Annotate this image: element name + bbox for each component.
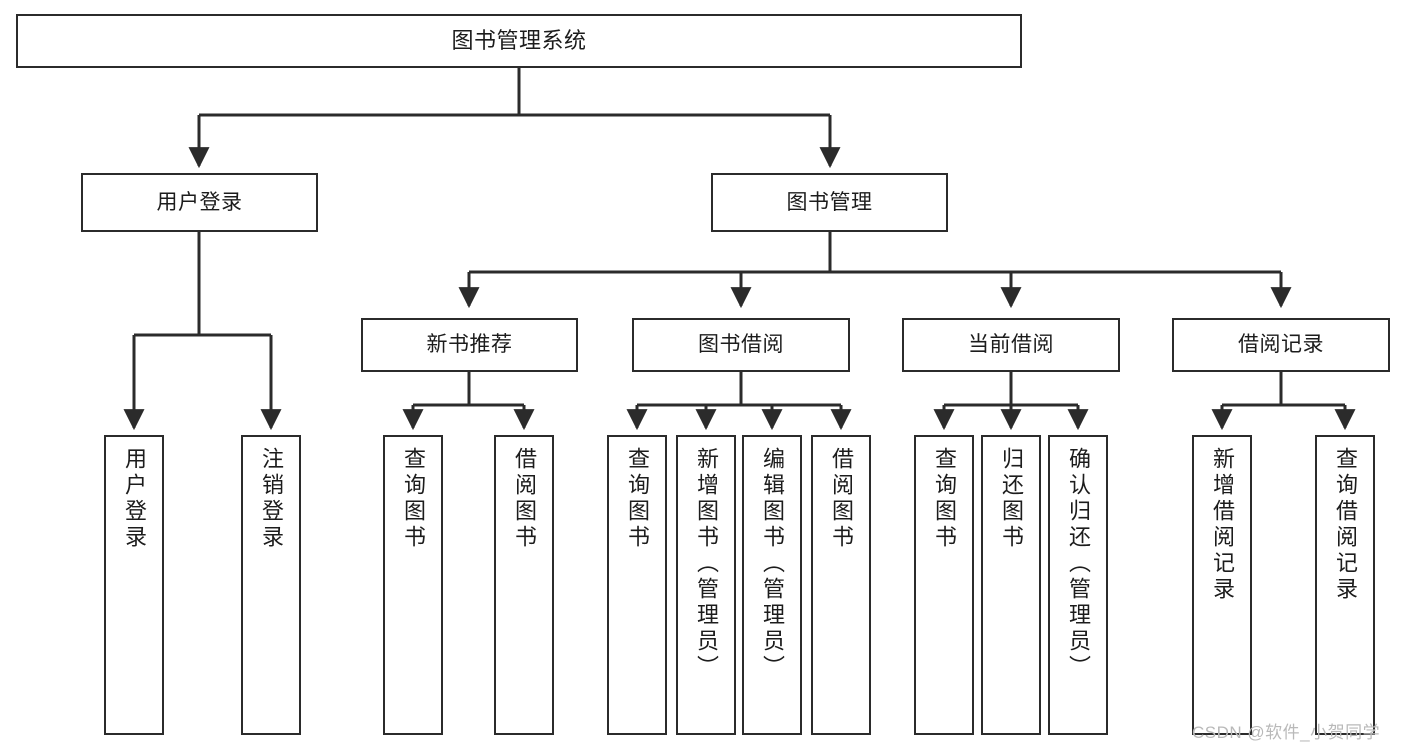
- node-label: 确认归还（管理员）: [1066, 447, 1091, 681]
- node-label: 注销登录: [259, 447, 284, 551]
- node-label: 查询图书: [625, 447, 650, 551]
- node-book-management[interactable]: 图书管理: [711, 173, 948, 232]
- node-label: 用户登录: [156, 190, 243, 214]
- node-label: 查询借阅记录: [1333, 447, 1358, 603]
- leaf-borrow-book-recommend[interactable]: 借阅图书: [494, 435, 554, 735]
- node-current-borrow[interactable]: 当前借阅: [902, 318, 1120, 372]
- node-label: 用户登录: [122, 447, 147, 551]
- csdn-watermark: CSDN @软件_小贺同学: [1192, 723, 1381, 742]
- node-label: 新增图书（管理员）: [694, 447, 719, 681]
- node-label: 借阅记录: [1238, 333, 1324, 357]
- leaf-query-book-borrow[interactable]: 查询图书: [607, 435, 667, 735]
- leaf-add-book-admin[interactable]: 新增图书（管理员）: [676, 435, 736, 735]
- leaf-logout[interactable]: 注销登录: [241, 435, 301, 735]
- node-label: 新增借阅记录: [1210, 447, 1235, 603]
- leaf-borrow-book[interactable]: 借阅图书: [811, 435, 871, 735]
- node-label: 编辑图书（管理员）: [760, 447, 785, 681]
- node-label: 查询图书: [401, 447, 426, 551]
- node-new-book-recommend[interactable]: 新书推荐: [361, 318, 578, 372]
- node-label: 图书管理: [786, 190, 873, 214]
- leaf-return-book[interactable]: 归还图书: [981, 435, 1041, 735]
- node-label: 归还图书: [999, 447, 1024, 551]
- leaf-edit-book-admin[interactable]: 编辑图书（管理员）: [742, 435, 802, 735]
- leaf-add-borrow-record[interactable]: 新增借阅记录: [1192, 435, 1252, 735]
- node-label: 当前借阅: [968, 333, 1054, 357]
- leaf-query-book-current[interactable]: 查询图书: [914, 435, 974, 735]
- node-root-system[interactable]: 图书管理系统: [16, 14, 1022, 68]
- leaf-query-book-recommend[interactable]: 查询图书: [383, 435, 443, 735]
- node-borrow-records[interactable]: 借阅记录: [1172, 318, 1390, 372]
- node-label: 新书推荐: [426, 333, 513, 357]
- node-label: 图书管理系统: [451, 27, 587, 53]
- node-book-borrow[interactable]: 图书借阅: [632, 318, 850, 372]
- leaf-query-borrow-record[interactable]: 查询借阅记录: [1315, 435, 1375, 735]
- leaf-user-login[interactable]: 用户登录: [104, 435, 164, 735]
- node-label: 查询图书: [932, 447, 957, 551]
- leaf-confirm-return-admin[interactable]: 确认归还（管理员）: [1048, 435, 1108, 735]
- node-label: 借阅图书: [512, 447, 537, 551]
- node-user-login[interactable]: 用户登录: [81, 173, 318, 232]
- node-label: 图书借阅: [698, 333, 784, 357]
- node-label: 借阅图书: [829, 447, 854, 551]
